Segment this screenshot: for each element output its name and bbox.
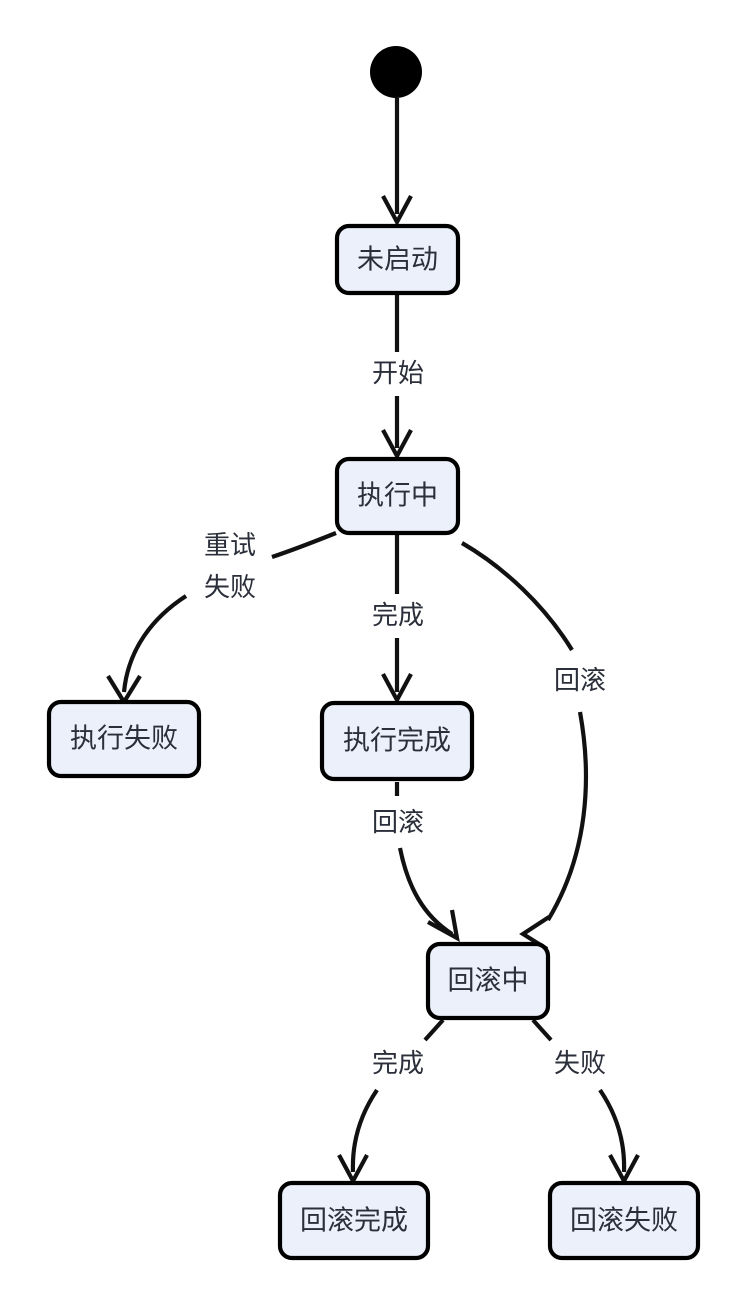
edge-label-retry-fail-line1: 重试: [204, 531, 256, 561]
edge-running-to-rolling-back: 回滚: [460, 541, 606, 951]
node-box: [547, 1180, 701, 1261]
node-running[interactable]: 执行中: [334, 456, 461, 536]
node-label-exec-done: 执行完成: [343, 726, 451, 757]
edge-line-upper: [423, 1018, 445, 1042]
arrowhead: [381, 195, 413, 227]
edge-label-start: 开始: [372, 359, 424, 389]
edge-start-to-not-started: [381, 98, 413, 227]
node-box: [277, 1180, 431, 1261]
node-label-rollback-done: 回滚完成: [300, 1206, 408, 1237]
edge-label-rollback-failed: 失败: [554, 1049, 606, 1079]
edge-not-started-to-running: 开始: [372, 294, 424, 461]
node-box: [425, 941, 551, 1021]
node-not-started[interactable]: 未启动: [334, 223, 461, 296]
node-label-not-started: 未启动: [357, 245, 438, 276]
node-label-running: 执行中: [357, 481, 438, 512]
edge-line-lower: [546, 711, 589, 922]
edge-label-rollback-from-exec-done: 回滚: [372, 808, 424, 838]
edge-rolling-back-to-rollback-failed: 失败: [531, 1018, 640, 1186]
edge-line-upper: [531, 1018, 553, 1042]
edge-label-rollback-from-running: 回滚: [554, 666, 606, 696]
edge-line-upper: [460, 541, 574, 652]
node-rolling-back[interactable]: 回滚中: [425, 941, 551, 1021]
edge-label-retry-fail-line2: 失败: [204, 573, 256, 603]
start-state-circle-icon: [370, 46, 422, 98]
node-box: [46, 699, 202, 779]
node-exec-failed[interactable]: 执行失败: [46, 699, 202, 779]
node-label-exec-failed: 执行失败: [70, 724, 178, 755]
node-box: [319, 700, 475, 782]
arrowhead: [426, 909, 460, 942]
node-box: [334, 456, 461, 536]
arrowhead: [381, 429, 413, 461]
node-rollback-failed[interactable]: 回滚失败: [547, 1180, 701, 1261]
edge-line-lower: [397, 847, 454, 936]
edge-label-done: 完成: [372, 601, 424, 631]
node-exec-done[interactable]: 执行完成: [319, 700, 475, 782]
edge-line-lower: [350, 1088, 379, 1173]
edge-line-lower: [121, 594, 188, 693]
edge-line-lower: [598, 1088, 627, 1173]
node-label-rolling-back: 回滚中: [448, 966, 529, 997]
node-rollback-done[interactable]: 回滚完成: [277, 1180, 431, 1261]
arrowhead: [381, 673, 413, 705]
start-state-node[interactable]: [370, 46, 422, 98]
node-box: [334, 223, 461, 296]
edge-running-to-exec-failed: 重试 失败: [106, 531, 337, 707]
edge-rolling-back-to-rollback-done: 完成: [337, 1018, 445, 1186]
edge-line-upper: [271, 531, 337, 559]
edge-exec-done-to-rolling-back: 回滚: [372, 782, 460, 942]
edge-label-rollback-done: 完成: [372, 1049, 424, 1079]
edge-running-to-exec-done: 完成: [372, 534, 424, 705]
node-label-rollback-failed: 回滚失败: [570, 1206, 678, 1237]
